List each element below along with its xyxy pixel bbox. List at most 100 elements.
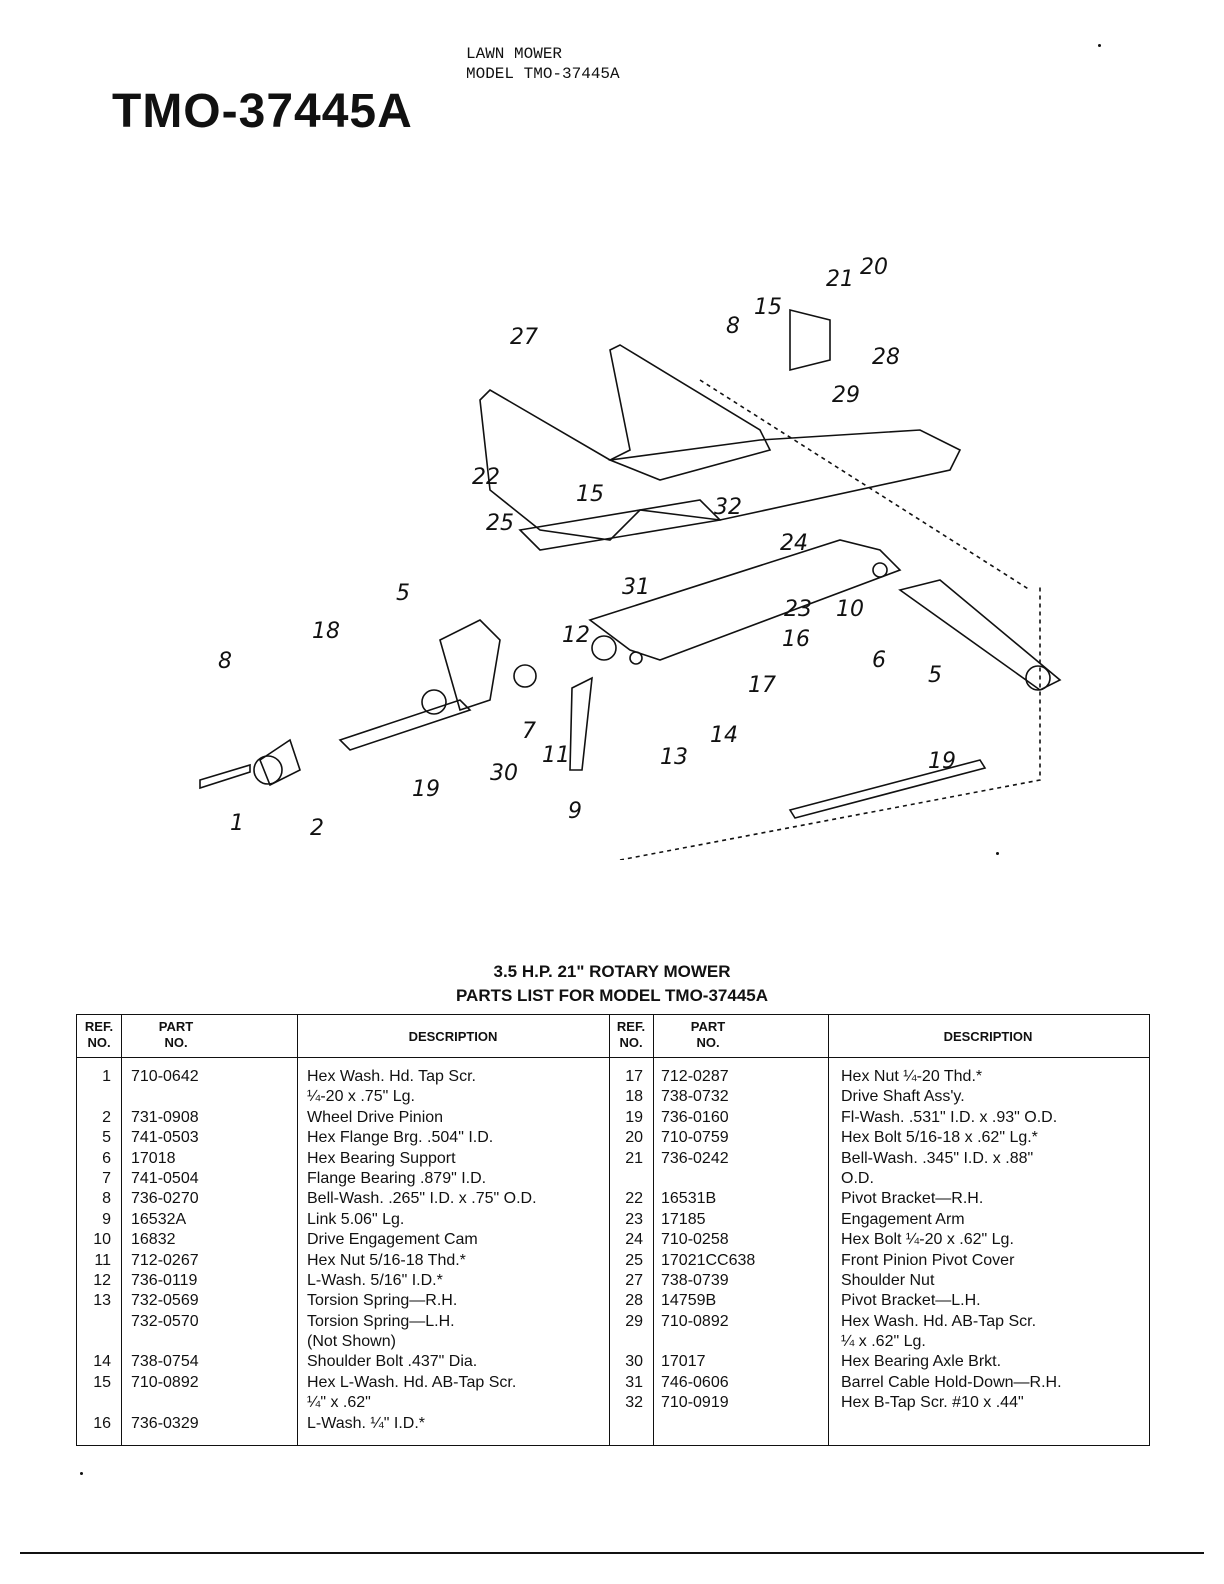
ref-number: 1 (102, 1068, 111, 1085)
part-description: Hex Wash. Hd. Tap Scr. (307, 1068, 476, 1085)
part-description: Pivot Bracket—L.H. (841, 1292, 981, 1310)
scan-speck (996, 852, 999, 855)
exploded-parts-diagram: 1 2 5 5 6 7 8 8 9 10 11 12 13 14 15 15 1… (199, 255, 1062, 860)
svg-text:12: 12 (562, 623, 590, 648)
part-number: 736-0329 (131, 1414, 199, 1432)
ref-number: 24 (625, 1231, 643, 1249)
svg-text:8: 8 (726, 314, 740, 339)
svg-text:8: 8 (218, 649, 232, 674)
ref-number: 11 (94, 1251, 111, 1269)
part-number: 17018 (131, 1149, 176, 1167)
part-number: 731-0908 (131, 1108, 199, 1126)
part-description: Hex B-Tap Scr. #10 x .44" (841, 1394, 1024, 1412)
svg-text:20: 20 (860, 255, 888, 280)
parts-row: (Not Shown) (77, 1332, 609, 1352)
parts-row: 2 731-0908 Wheel Drive Pinion (77, 1108, 609, 1128)
part-number: 736-0119 (131, 1271, 198, 1289)
svg-text:21: 21 (826, 267, 854, 292)
part-number: 710-0642 (131, 1068, 199, 1085)
part-number: 17017 (661, 1353, 706, 1371)
ref-col-right (609, 1015, 654, 1445)
part-number: 14759B (661, 1292, 717, 1310)
part-number: 738-0739 (661, 1271, 729, 1289)
part-description: (Not Shown) (307, 1333, 396, 1351)
ref-number: 18 (625, 1088, 643, 1106)
part-description: Hex Bearing Support (307, 1149, 456, 1167)
desc-col-left (297, 1015, 610, 1445)
parts-row: O.D. (609, 1169, 1149, 1189)
svg-text:29: 29 (832, 383, 860, 408)
part-number: 17185 (661, 1210, 706, 1228)
part-description: Hex Bearing Axle Brkt. (841, 1353, 1002, 1371)
part-number: 710-0892 (661, 1312, 729, 1330)
part-description: Pivot Bracket—R.H. (841, 1190, 984, 1208)
part-description: Front Pinion Pivot Cover (841, 1251, 1015, 1269)
part-description: O.D. (841, 1169, 874, 1187)
parts-list-subtitle: PARTS LIST FOR MODEL TMO-37445A (455, 986, 769, 1005)
scan-speck (1098, 44, 1101, 47)
svg-text:16: 16 (782, 627, 810, 652)
parts-row: 27 738-0739 Shoulder Nut (609, 1271, 1149, 1291)
ref-number: 30 (625, 1353, 643, 1371)
svg-text:5: 5 (928, 663, 942, 688)
parts-row: ¼-20 x .75" Lg. (77, 1087, 609, 1107)
svg-text:27: 27 (510, 325, 538, 350)
scan-speck (80, 1472, 83, 1475)
part-number: 736-0270 (131, 1190, 199, 1208)
header-ref-left: REF.NO. (84, 1019, 114, 1050)
part-description: Barrel Cable Hold-Down—R.H. (841, 1373, 1062, 1391)
part-number: 746-0606 (661, 1373, 729, 1391)
ref-number: 7 (102, 1169, 111, 1187)
part-number: 710-0919 (661, 1394, 729, 1412)
parts-rows-left: 1 710-0642 Hex Wash. Hd. Tap Scr. ¼-20 x .7… (77, 1067, 609, 1434)
part-number: 738-0732 (661, 1088, 729, 1106)
svg-text:6: 6 (872, 648, 886, 673)
part-number: 16531B (661, 1190, 717, 1208)
ref-number: 27 (625, 1271, 643, 1289)
svg-text:25: 25 (486, 511, 514, 536)
ref-number: 5 (102, 1129, 111, 1147)
ref-number: 13 (93, 1292, 111, 1310)
part-description: Torsion Spring—L.H. (307, 1312, 455, 1330)
part-description: Hex Nut ¼-20 Thd.* (841, 1068, 983, 1085)
svg-text:2: 2 (310, 816, 324, 841)
svg-text:5: 5 (396, 581, 410, 606)
ref-number: 29 (625, 1312, 643, 1330)
svg-text:19: 19 (928, 749, 956, 774)
parts-row: 6 17018 Hex Bearing Support (77, 1149, 609, 1169)
part-description: Bell-Wash. .345" I.D. x .88" (841, 1149, 1034, 1167)
part-number: 712-0287 (661, 1068, 729, 1085)
svg-text:17: 17 (748, 673, 776, 698)
part-description: Link 5.06" Lg. (307, 1210, 405, 1228)
page-bottom-rule (20, 1552, 1204, 1554)
part-number: 710-0258 (661, 1231, 729, 1249)
part-description: Fl-Wash. .531" I.D. x .93" O.D. (841, 1108, 1058, 1126)
part-description: Wheel Drive Pinion (307, 1108, 444, 1126)
part-number: 732-0570 (131, 1312, 199, 1330)
svg-text:10: 10 (836, 597, 864, 622)
ref-number: 2 (102, 1108, 111, 1126)
header-desc-right: DESCRIPTION (943, 1029, 1033, 1044)
ref-number: 32 (625, 1394, 643, 1412)
ref-number: 6 (102, 1149, 111, 1167)
parts-row: 32 710-0919 Hex B-Tap Scr. #10 x .44" (609, 1393, 1149, 1413)
part-number: 712-0267 (131, 1251, 199, 1269)
parts-row: ¼ x .62" Lg. (609, 1332, 1149, 1352)
part-description: Shoulder Nut (841, 1271, 935, 1289)
